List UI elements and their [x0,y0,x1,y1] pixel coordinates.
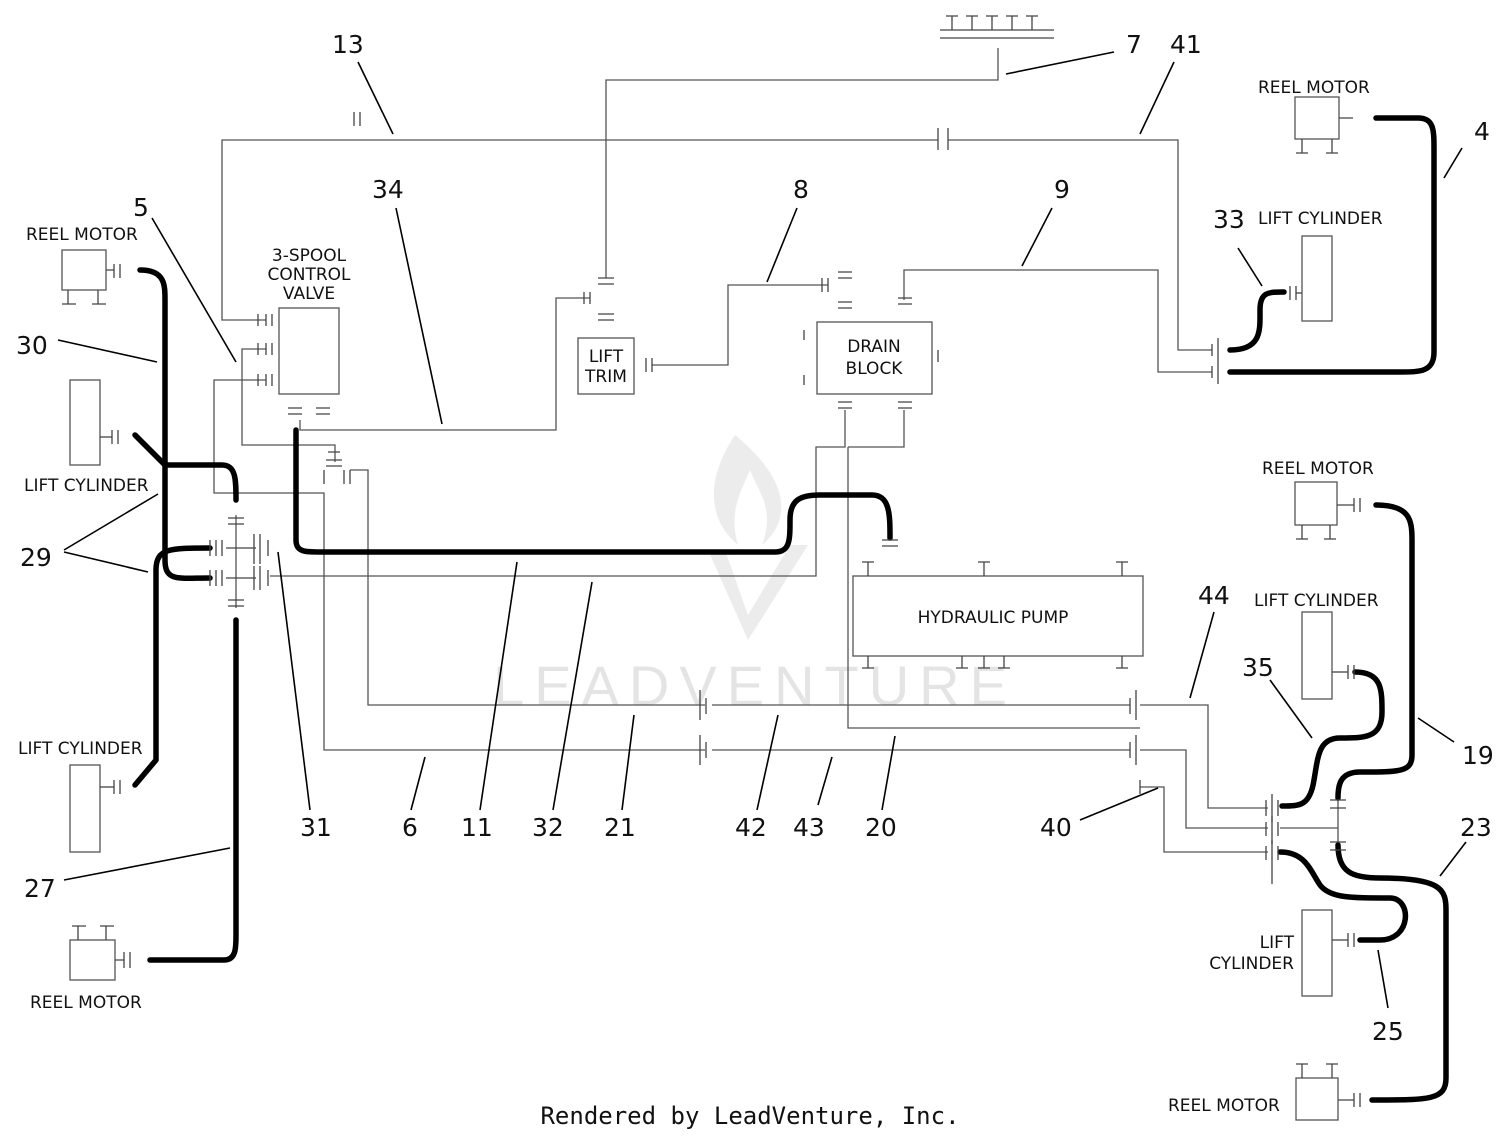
hoses [132,115,1449,1103]
callout-40: 40 [1040,813,1072,842]
callout-41: 41 [1170,30,1202,59]
callout-19: 19 [1462,741,1494,770]
callout-20: 20 [865,813,897,842]
lift-trim-box [577,337,635,395]
lift-cylinder-right-upper [1301,235,1333,322]
lift-cylinder-left-upper [69,379,101,466]
reel-motor-right-top [1294,96,1340,140]
top-manifold-symbol [940,15,1054,39]
drain-block-label-2: BLOCK [846,359,904,379]
lift-cylinder-label: LIFT CYLINDER [18,739,143,759]
thin-lines [213,48,1339,860]
reel-motor-right-middle [1294,481,1338,526]
hose-lift-left-lower [132,545,213,788]
reel-motor-label: REEL MOTOR [26,225,138,245]
reel-motor-label: REEL MOTOR [1168,1096,1280,1116]
reel-motor-label: REEL MOTOR [1258,78,1370,98]
control-valve-label-2: CONTROL [267,265,351,285]
lift-trim-label-2: TRIM [584,367,627,387]
lift-cylinder-label: LIFT CYLINDER [1254,591,1379,611]
callout-25: 25 [1372,1017,1404,1046]
lift-cylinder-label: LIFT CYLINDER [1258,209,1383,229]
callout-9: 9 [1054,175,1070,204]
callout-31: 31 [300,813,332,842]
hose-19 [1335,502,1415,801]
hose-11 [293,427,893,555]
callout-6: 6 [402,813,418,842]
callout-8: 8 [793,175,809,204]
callout-42: 42 [735,813,767,842]
callout-35: 35 [1242,653,1274,682]
callout-34: 34 [372,175,404,204]
footer-credit: Rendered by LeadVenture, Inc. [540,1102,959,1130]
lift-trim-label-1: LIFT [589,347,624,367]
callout-11: 11 [461,813,493,842]
hose-25 [1277,849,1408,943]
reel-motor-left-bottom [69,939,116,981]
control-valve-label-1: 3-SPOOL [272,246,347,266]
lift-cylinder-label: LIFT CYLINDER [24,476,149,496]
control-valve-label-3: VALVE [283,284,335,304]
drain-block-label-1: DRAIN [847,337,901,357]
callout-30: 30 [16,331,48,360]
control-valve-box [278,307,340,395]
hose-23 [1335,842,1449,1103]
hose-27 [147,617,239,963]
hose-35 [1279,669,1385,809]
callout-13: 13 [332,30,364,59]
lift-cylinder-label-line2: CYLINDER [1209,954,1294,974]
callout-5: 5 [133,193,149,222]
callout-32: 32 [532,813,564,842]
callout-21: 21 [604,813,636,842]
hydraulic-pump-box [852,575,1144,657]
callout-23: 23 [1460,813,1492,842]
reel-motor-right-bottom [1295,1077,1339,1121]
reel-motor-left-top [61,249,107,291]
callout-27: 27 [24,874,56,903]
callout-43: 43 [793,813,825,842]
lift-cylinder-label-line1: LIFT [1260,933,1295,953]
callout-44: 44 [1198,581,1230,610]
watermark-text: LEADVENTURE [493,654,1017,717]
components: REEL MOTOR LIFT CYLINDER LIFT CYLINDER R… [18,15,1383,1121]
hose-33 [1227,289,1287,353]
callouts: 13 7 41 4 5 34 8 9 33 30 29 27 31 6 11 3… [16,30,1494,1046]
callout-29: 29 [20,543,52,572]
lift-cylinder-left-lower [69,764,101,853]
leader-lines [57,51,1467,1009]
lift-cylinder-right-lower [1301,909,1333,997]
drain-block-box [816,321,933,395]
hose-29-lift [132,432,239,503]
lift-cylinder-right-middle [1301,611,1333,700]
hose-4 [1227,115,1437,375]
reel-motor-label: REEL MOTOR [1262,459,1374,479]
hydraulic-pump-label: HYDRAULIC PUMP [918,608,1069,628]
callout-33: 33 [1213,205,1245,234]
callout-4: 4 [1474,117,1490,146]
watermark: LEADVENTURE [493,435,1017,717]
callout-7: 7 [1126,30,1142,59]
hose-30 [137,267,213,582]
reel-motor-label: REEL MOTOR [30,993,142,1013]
